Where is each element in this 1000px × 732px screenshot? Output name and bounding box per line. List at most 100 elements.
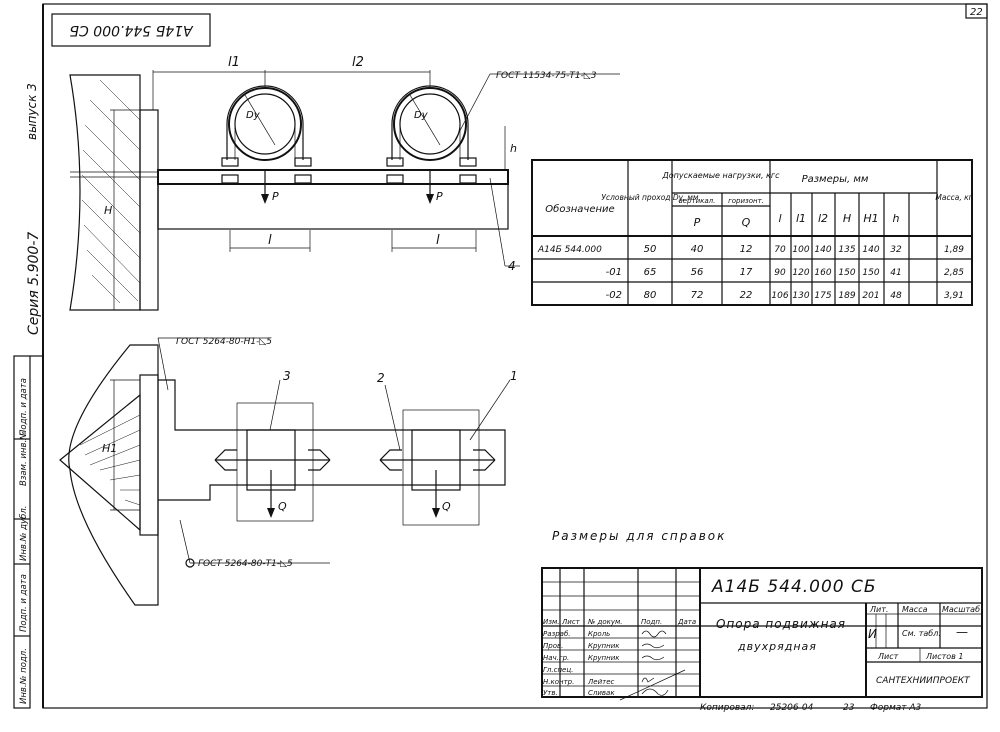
side-stamp-column	[13, 355, 31, 709]
row-3-h: 48	[890, 291, 902, 301]
load-Q-left: Q	[278, 500, 287, 513]
th-mass: Масса, кг	[935, 193, 972, 202]
front-view	[69, 70, 620, 311]
row-2-l: 90	[774, 268, 786, 278]
row-3-designation: -02	[606, 290, 622, 301]
side-series-label: Серия 5.900-7	[26, 232, 42, 335]
name-2: Крупник	[588, 642, 620, 650]
name-3: Крупник	[588, 654, 620, 662]
side-stamp-cell-3: Инв.№ дубл.	[19, 506, 29, 561]
role-4: Гл.спец.	[543, 666, 573, 674]
th-nominal-bore: Условный проход Dy, мм	[601, 193, 698, 202]
th-dimensions: Размеры, мм	[802, 174, 869, 185]
role-3: Нач.гр.	[543, 654, 569, 662]
row-1-P: 40	[691, 244, 704, 255]
load-P-right: P	[436, 190, 443, 203]
dim-l1: l1	[228, 55, 240, 70]
role-1: Разраб.	[543, 630, 571, 638]
title-name-line2: двухрядная	[737, 640, 817, 653]
row-2-P: 56	[691, 267, 704, 278]
side-stamp-cell-4: Подп. и дата	[19, 574, 29, 632]
col-doc: № докум.	[587, 618, 623, 626]
role-6: Утв.	[543, 689, 558, 697]
col-izm: Изм.	[543, 618, 559, 626]
row-1-H: 135	[838, 245, 855, 255]
row-1-designation: А14Б 544.000	[537, 245, 602, 255]
sheet-format: Формат А3	[870, 703, 922, 713]
side-stamp-cell-2: Взам. инв.№	[19, 431, 29, 486]
role-2: Пров.	[543, 642, 563, 650]
dim-Dy-right: Dy	[414, 110, 429, 121]
row-3-mass: 3,91	[944, 291, 964, 301]
mass-label: Масса	[902, 605, 928, 614]
row-1-Q: 12	[740, 244, 753, 255]
row-2-l2: 160	[814, 268, 831, 278]
plan-view	[59, 337, 511, 606]
page-number-box	[965, 3, 988, 19]
lit-label: Лит.	[869, 605, 888, 614]
position-2: 2	[377, 371, 385, 385]
row-2-H: 150	[838, 268, 855, 278]
side-stamp-cell-1: Подп. и дата	[19, 378, 29, 436]
load-Q-right: Q	[442, 500, 451, 513]
sheet-label: Лист	[877, 652, 899, 661]
row-3-P: 72	[691, 290, 704, 301]
reference-note: Размеры для справок	[552, 529, 726, 543]
row-1-l: 70	[774, 245, 786, 255]
table-row: -01 65 56 17 90 120 160 150 150 41 2,85	[606, 267, 965, 278]
position-1: 1	[510, 369, 518, 383]
row-1-H1: 140	[862, 245, 879, 255]
copy-page: 23	[843, 703, 855, 713]
sheets-label: Листов 1	[925, 652, 964, 661]
row-3-H1: 201	[862, 291, 879, 301]
row-2-h: 41	[890, 268, 901, 278]
row-1-h: 32	[890, 245, 902, 255]
row-3-l1: 130	[792, 291, 809, 301]
th-vertical: вертикал.	[679, 197, 716, 205]
th-l2: l2	[818, 212, 828, 225]
position-4: 4	[508, 259, 516, 273]
position-3: 3	[283, 369, 291, 383]
side-issue-label: выпуск 3	[25, 83, 39, 140]
dim-H1: H1	[102, 442, 117, 455]
th-permissible-loads: Допускаемые нагрузки, кгс	[662, 171, 781, 180]
top-code-box	[51, 13, 211, 47]
title-name-line1: Опора подвижная	[716, 617, 846, 631]
mass-value: См. табл.	[902, 629, 941, 638]
col-sign: Подп.	[641, 618, 662, 626]
side-stamp-cell-5: Инв.№ подл.	[19, 648, 29, 704]
dim-l-right: l	[436, 233, 440, 248]
table-row: -02 80 72 22 106 130 175 189 201 48 3,91	[606, 290, 964, 301]
scale-label: Масштаб	[942, 605, 980, 614]
name-1: Кроль	[588, 630, 610, 638]
col-date: Дата	[677, 618, 696, 626]
dim-l2: l2	[352, 55, 364, 70]
gost-top-leader: ГОСТ 11534-75-Т1-◺3	[496, 71, 597, 81]
row-1-l2: 140	[814, 245, 831, 255]
row-3-H: 189	[838, 291, 855, 301]
row-2-designation: -01	[606, 267, 622, 278]
row-3-l2: 175	[814, 291, 831, 301]
copied-by: Копировал:	[700, 703, 754, 713]
row-2-H1: 150	[862, 268, 879, 278]
row-2-dy: 65	[644, 267, 657, 278]
row-3-dy: 80	[644, 290, 657, 301]
dim-h: h	[510, 142, 517, 155]
name-6: Сливак	[588, 689, 615, 697]
th-H1: H1	[863, 212, 878, 225]
name-5: Лейтес	[587, 678, 615, 686]
role-5: Н.контр.	[543, 678, 574, 686]
page-number: 22	[970, 7, 983, 18]
th-h: h	[893, 212, 900, 225]
row-3-l: 106	[771, 291, 788, 301]
dim-l-left: l	[268, 233, 272, 248]
organization: САНТЕХНИИПРОЕКТ	[876, 676, 971, 686]
row-2-l1: 120	[792, 268, 809, 278]
dimensions-table	[531, 159, 973, 306]
row-3-Q: 22	[740, 290, 753, 301]
th-l1: l1	[796, 212, 806, 225]
dim-H: H	[104, 204, 112, 217]
title-doc-code: А14Б 544.000 СБ	[711, 577, 877, 597]
th-P: P	[694, 216, 701, 229]
